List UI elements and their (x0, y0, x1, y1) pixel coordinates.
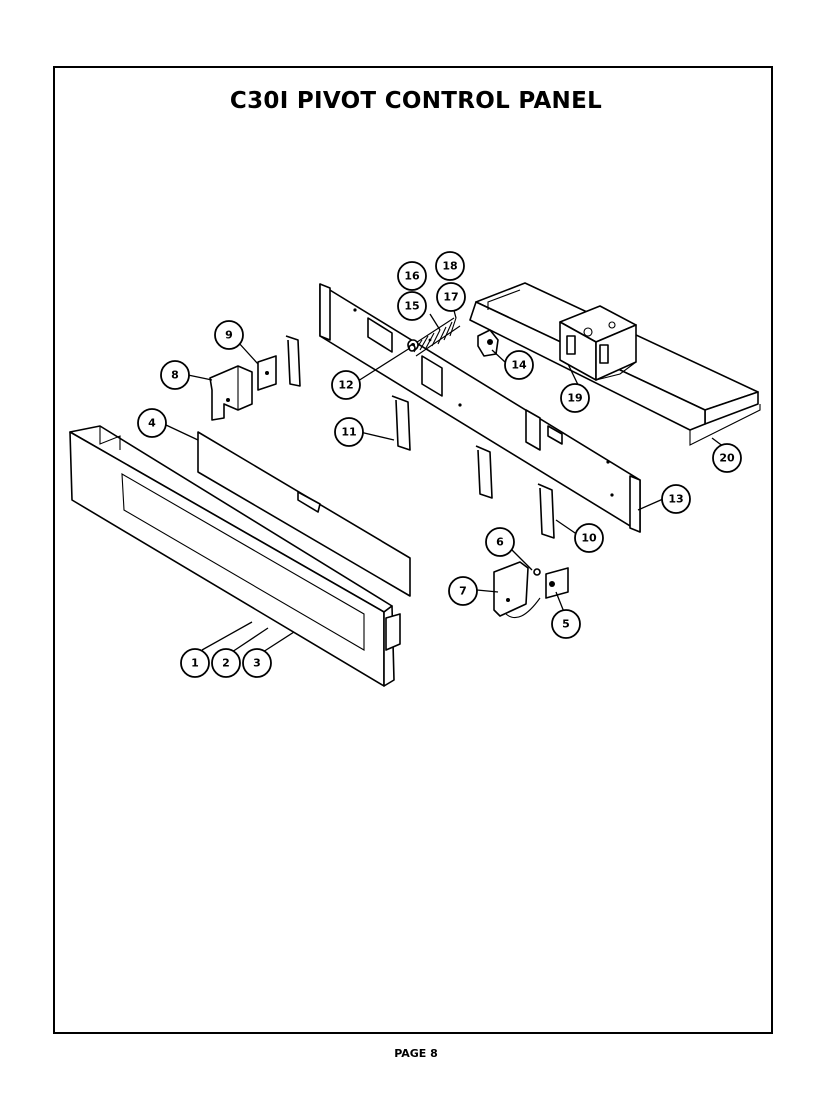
parts-1-3-front-panel (69, 425, 401, 687)
callout-15-label: 15 (404, 300, 419, 313)
part-10-clip (537, 483, 555, 539)
part-14-clip (477, 329, 499, 357)
part-11-clip (391, 395, 411, 451)
spring-clip-upper (285, 335, 301, 387)
part-4-overlay-plate (197, 431, 411, 597)
callout-3: 3 (242, 648, 272, 678)
callout-18-label: 18 (442, 260, 457, 273)
callout-4-label: 4 (148, 417, 156, 430)
part-19-hinge-block (559, 305, 637, 381)
callout-3-label: 3 (253, 657, 261, 670)
callout-14: 14 (504, 350, 534, 380)
spring-clip-center (475, 445, 493, 499)
part-8-bracket (209, 365, 253, 421)
callout-9-label: 9 (225, 329, 233, 342)
part-7-bracket (493, 561, 541, 619)
callout-20-label: 20 (719, 452, 735, 465)
callout-2: 2 (211, 648, 241, 678)
callout-15: 15 (397, 291, 427, 321)
callout-4: 4 (137, 408, 167, 438)
part-5-bracket (545, 567, 569, 599)
callout-8: 8 (160, 360, 190, 390)
part-6-screw (533, 568, 541, 576)
callout-20: 20 (712, 443, 742, 473)
callout-19: 19 (560, 383, 590, 413)
callout-17-label: 17 (443, 291, 458, 304)
callout-18: 18 (435, 251, 465, 281)
page-title: C30I PIVOT CONTROL PANEL (229, 88, 603, 114)
callout-7-label: 7 (459, 585, 467, 598)
callout-17: 17 (436, 282, 466, 312)
callout-1: 1 (180, 648, 210, 678)
callout-6: 6 (485, 527, 515, 557)
leader-lines (165, 302, 729, 653)
callout-13-label: 13 (668, 493, 683, 506)
callout-7: 7 (448, 576, 478, 606)
part-9-bracket (257, 355, 277, 391)
callout-16-label: 16 (404, 270, 420, 283)
callout-12-label: 12 (338, 379, 353, 392)
callout-5: 5 (551, 609, 581, 639)
callout-1-label: 1 (191, 657, 199, 670)
callout-12: 12 (331, 370, 361, 400)
callout-16: 16 (397, 261, 427, 291)
callout-11: 11 (334, 417, 364, 447)
callout-10: 10 (574, 523, 604, 553)
callout-14-label: 14 (511, 359, 527, 372)
callout-11-label: 11 (341, 426, 356, 439)
diagram-frame (53, 66, 773, 1034)
callout-10-label: 10 (581, 532, 597, 545)
callout-19-label: 19 (567, 392, 582, 405)
callout-5-label: 5 (562, 618, 570, 631)
callout-8-label: 8 (171, 369, 179, 382)
callout-9: 9 (214, 320, 244, 350)
callout-6-label: 6 (496, 536, 504, 549)
callout-13: 13 (661, 484, 691, 514)
page-number: PAGE 8 (394, 1047, 438, 1060)
callout-2-label: 2 (222, 657, 230, 670)
part-13-back-plate (319, 283, 641, 533)
